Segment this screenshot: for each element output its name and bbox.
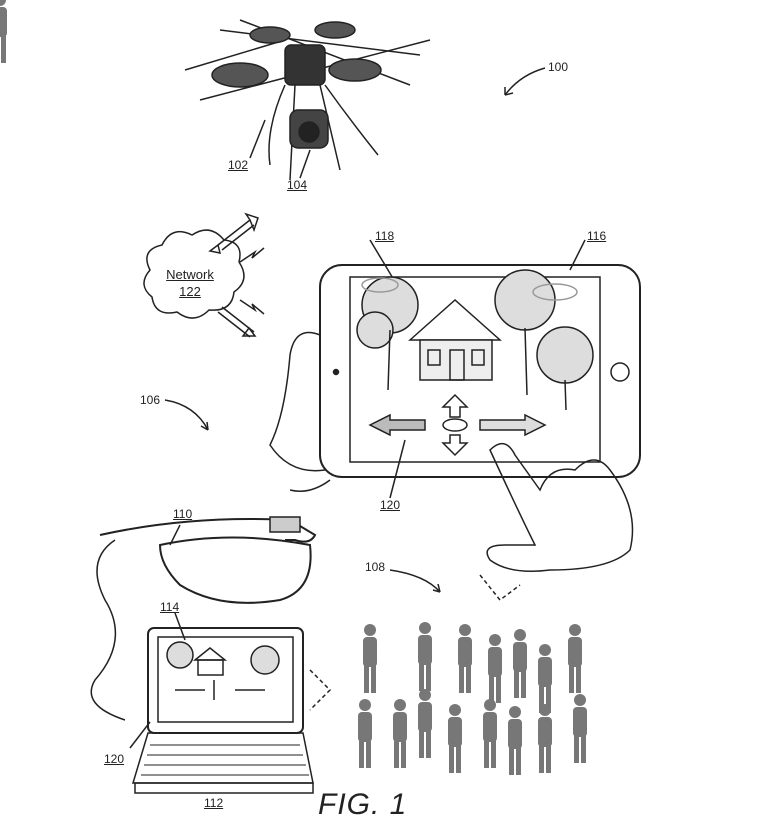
pointing-hand — [486, 442, 634, 572]
audience-silhouettes — [0, 0, 587, 775]
ref-laptop-screen: 114 — [160, 600, 180, 614]
ref-system: 100 — [548, 60, 569, 74]
glasses-illustration — [99, 516, 317, 604]
ref-glasses: 110 — [173, 507, 193, 521]
holding-hand — [269, 331, 331, 492]
drone-illustration — [184, 19, 431, 181]
ref-camera: 104 — [287, 178, 308, 192]
ref-laptop-controls: 120 — [104, 752, 125, 766]
ref-tablet-controls: 120 — [380, 498, 401, 512]
ref-audience: 108 — [365, 560, 386, 574]
ref-laptop: 112 — [204, 796, 224, 810]
figure-title: FIG. 1 — [318, 788, 408, 821]
ref-network: 122 — [179, 284, 201, 299]
network-name: Network — [166, 267, 214, 282]
ref-hand-device: 106 — [140, 393, 161, 407]
ref-tablet: 116 — [587, 229, 607, 243]
ref-tablet-screen: 118 — [375, 229, 395, 243]
ref-drone: 102 — [228, 158, 249, 172]
laptop-illustration — [131, 627, 314, 794]
network-cloud — [143, 229, 245, 319]
cable — [90, 539, 126, 721]
tablet-illustration — [319, 264, 641, 478]
wireless-link-icons — [208, 212, 265, 338]
network-label: Network 122 — [150, 266, 230, 300]
